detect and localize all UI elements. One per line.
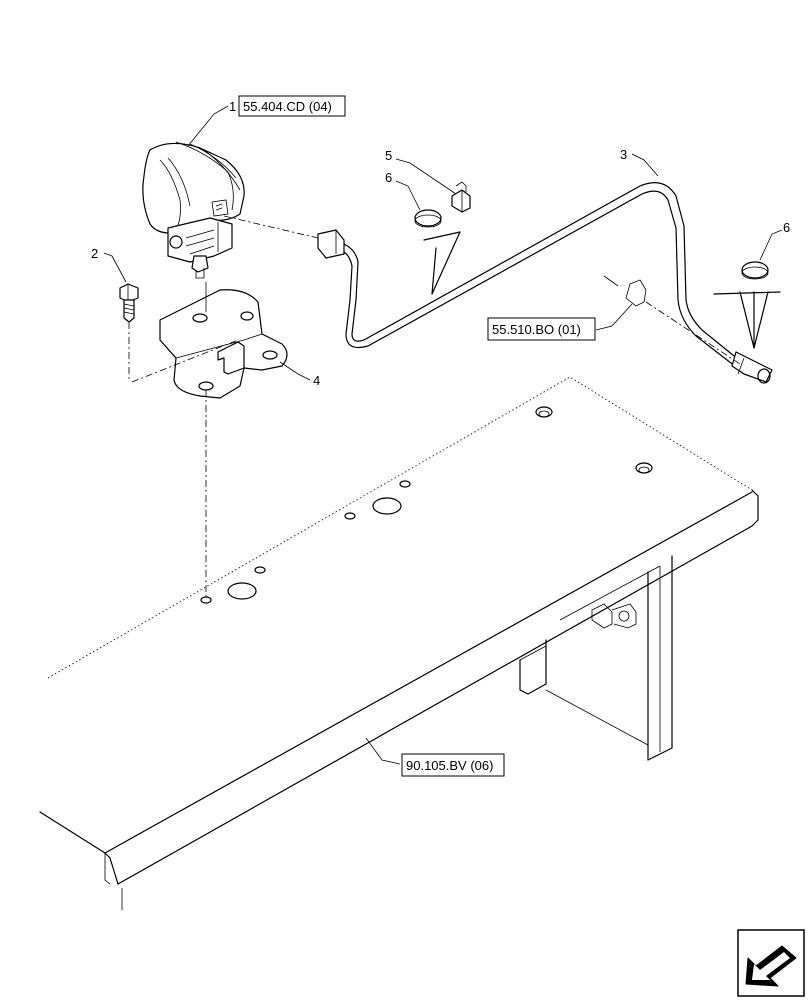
lamp-reference[interactable]: 55.404.CD (04) <box>238 95 346 117</box>
frame-platform <box>39 376 759 910</box>
callout-6b: 6 <box>783 220 790 235</box>
frame-reference-label: 90.105.BV (06) <box>406 758 493 773</box>
callout-4: 4 <box>313 373 320 388</box>
callout-2: 2 <box>91 246 98 261</box>
bolt <box>119 283 139 382</box>
leader-lines <box>103 105 783 765</box>
wiring-harness <box>223 182 773 384</box>
harness-reference-label: 55.510.BO (01) <box>492 322 581 337</box>
mounting-bracket <box>131 282 288 600</box>
frame-reference[interactable]: 90.105.BV (06) <box>401 753 505 777</box>
cable-tie-a <box>414 209 442 228</box>
callout-6a: 6 <box>385 170 392 185</box>
next-page-arrow-icon[interactable] <box>737 929 805 997</box>
harness-reference[interactable]: 55.510.BO (01) <box>487 317 596 341</box>
cable-tie-b <box>741 261 769 280</box>
callout-1: 1 <box>229 99 236 114</box>
callout-5: 5 <box>385 148 392 163</box>
section-break-icon <box>423 231 781 349</box>
lamp-reference-label: 55.404.CD (04) <box>243 99 332 114</box>
work-lamp <box>142 141 245 279</box>
cable-clip <box>451 181 471 213</box>
callout-3: 3 <box>620 147 627 162</box>
